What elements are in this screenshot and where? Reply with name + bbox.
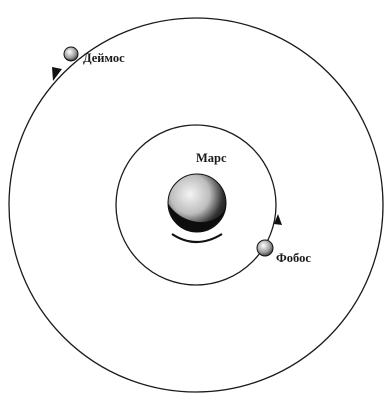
deimos-direction-arrow-icon bbox=[52, 67, 62, 81]
phobos-label: Фобос bbox=[276, 251, 311, 265]
deimos-moon bbox=[64, 47, 78, 61]
deimos-label: Деймос bbox=[83, 51, 125, 65]
rotation-arrow bbox=[172, 234, 222, 242]
mars-label: Марс bbox=[196, 151, 227, 165]
mars-planet bbox=[168, 174, 226, 232]
phobos-moon bbox=[257, 240, 273, 256]
